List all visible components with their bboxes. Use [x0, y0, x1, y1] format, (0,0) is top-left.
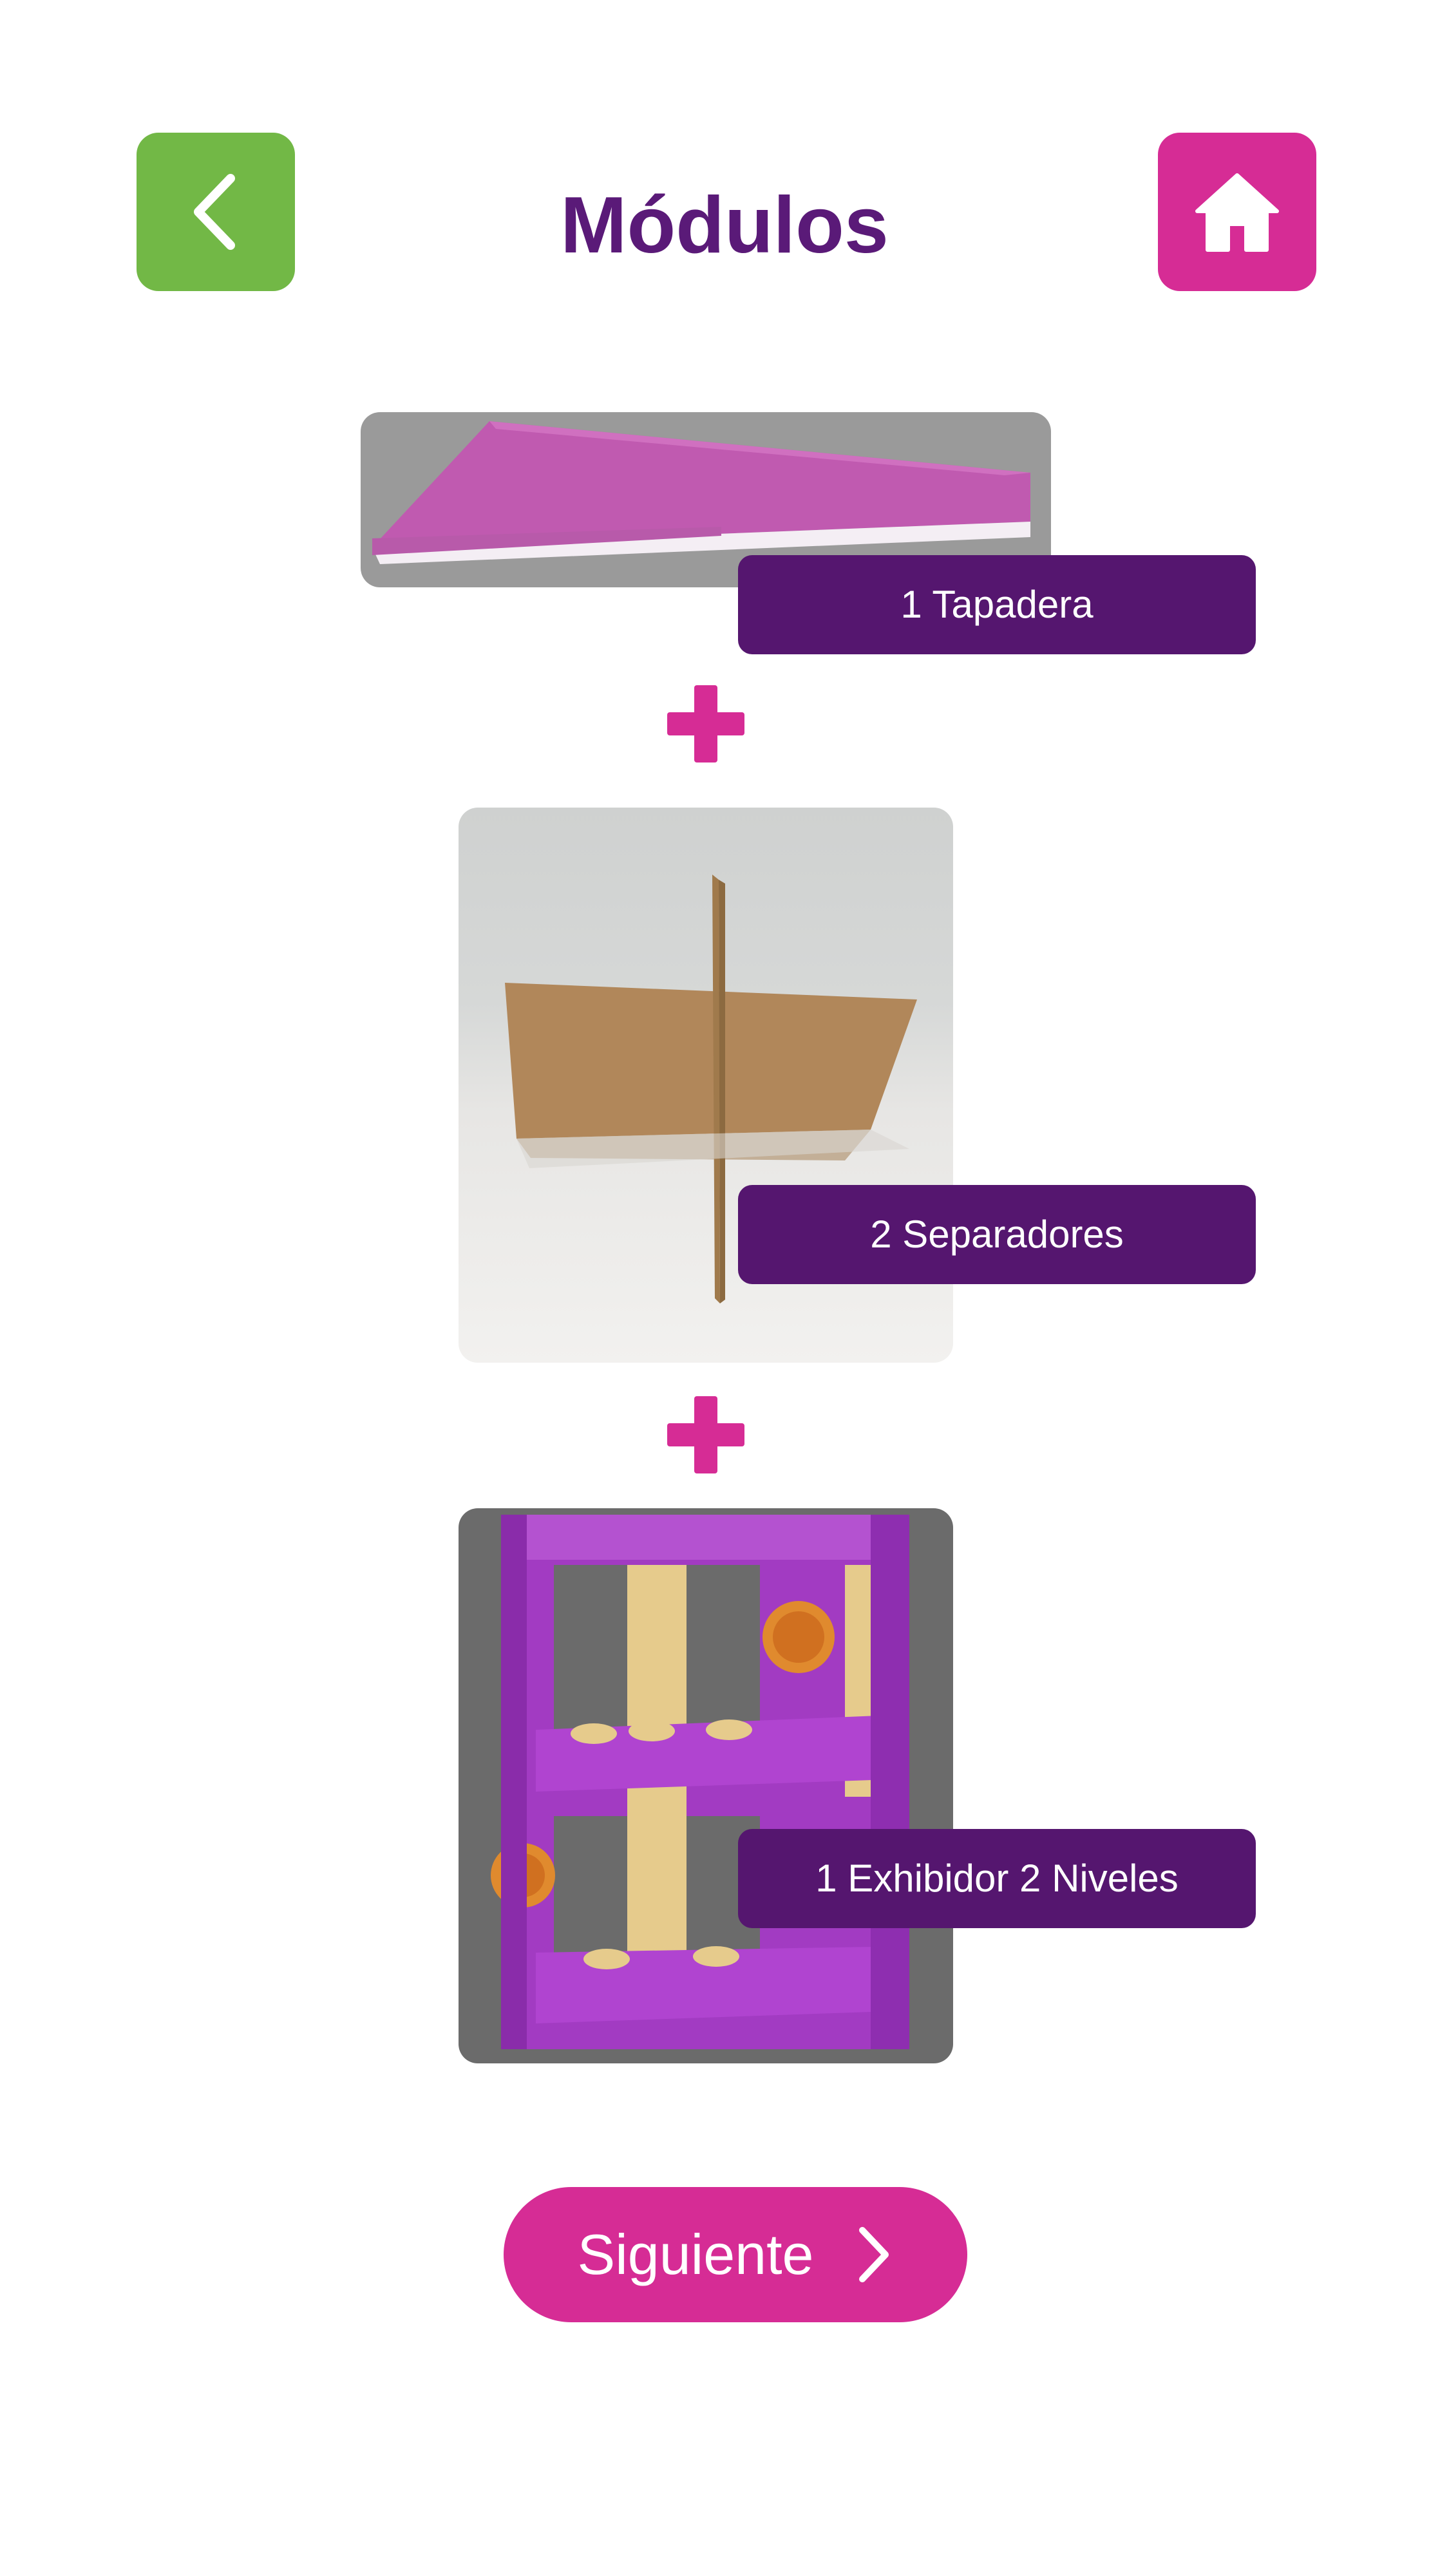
page-title: Módulos [560, 181, 889, 270]
next-button-label: Siguiente [577, 2222, 814, 2286]
module-label: 1 Tapadera [738, 555, 1256, 654]
home-icon [1195, 173, 1279, 252]
module-label: 1 Exhibidor 2 Niveles [738, 1829, 1256, 1928]
back-button[interactable] [137, 133, 295, 291]
plus-icon [667, 685, 744, 762]
module-label: 2 Separadores [738, 1185, 1256, 1284]
next-button[interactable]: Siguiente [504, 2187, 967, 2322]
separadores-image [459, 808, 953, 1363]
exhibidor-image [459, 1508, 953, 2063]
chevron-right-icon [859, 2227, 889, 2282]
plus-icon [667, 1396, 744, 1473]
chevron-left-icon [194, 174, 235, 250]
home-button[interactable] [1158, 133, 1316, 291]
